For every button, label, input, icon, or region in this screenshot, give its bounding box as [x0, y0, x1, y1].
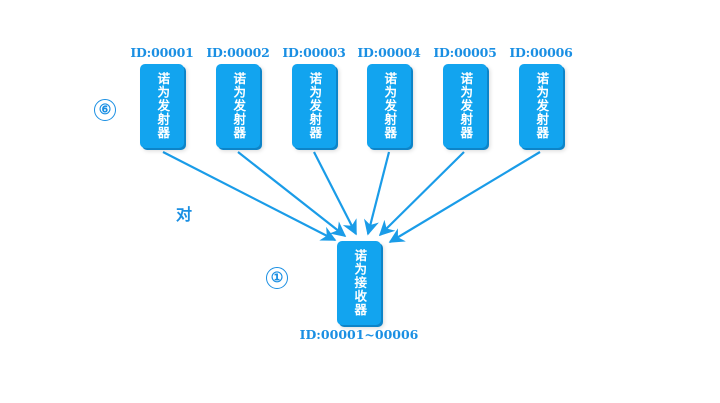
receiver-count-badge: ① — [266, 267, 288, 289]
receiver-id: ID:00001~00006 — [299, 327, 419, 342]
arrow-1 — [162, 151, 337, 241]
transmitter-count-badge: ⑥ — [94, 99, 116, 121]
transmitter-id-3: ID:00003 — [282, 45, 346, 60]
transmitter-label-1: 诺为发射器 — [155, 72, 171, 140]
transmitter-label-4: 诺为发射器 — [382, 72, 398, 140]
transmitter-id-1: ID:00001 — [130, 45, 194, 60]
receiver-box: 诺为接收器 — [337, 241, 381, 325]
transmitter-id-5: ID:00005 — [433, 45, 497, 60]
transmitter-id-4: ID:00004 — [357, 45, 421, 60]
transmitter-box-1: 诺为发射器 — [140, 64, 184, 148]
transmitter-box-3: 诺为发射器 — [292, 64, 336, 148]
transmitter-label-6: 诺为发射器 — [534, 72, 550, 140]
arrow-5 — [378, 151, 465, 237]
transmitter-label-2: 诺为发射器 — [231, 72, 247, 140]
transmitter-box-2: 诺为发射器 — [216, 64, 260, 148]
transmitter-id-6: ID:00006 — [509, 45, 573, 60]
transmitter-box-6: 诺为发射器 — [519, 64, 563, 148]
transmitter-id-2: ID:00002 — [206, 45, 270, 60]
receiver-label: 诺为接收器 — [352, 249, 368, 317]
arrow-4 — [363, 151, 391, 236]
transmitter-label-5: 诺为发射器 — [458, 72, 474, 140]
transmitter-box-5: 诺为发射器 — [443, 64, 487, 148]
arrow-2 — [237, 151, 347, 237]
transmitter-box-4: 诺为发射器 — [367, 64, 411, 148]
arrow-3 — [313, 151, 357, 236]
arrow-6 — [388, 151, 541, 243]
transmitter-label-3: 诺为发射器 — [307, 72, 323, 140]
relation-label: 对 — [176, 205, 193, 224]
